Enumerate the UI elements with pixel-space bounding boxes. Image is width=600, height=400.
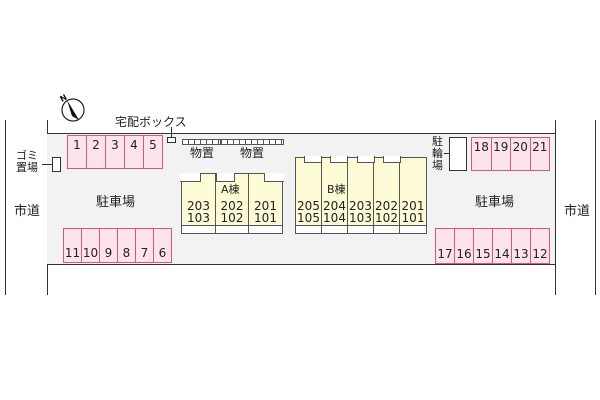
north-compass-icon: N [58,93,85,122]
building-b-label: B棟 [327,183,346,196]
parking-space: 20 [511,138,531,170]
parking-space: 12 [531,229,549,263]
storage-2 [221,139,284,145]
parking-space: 6 [154,229,171,262]
parking-space: 5 [144,136,162,168]
garbage-label: ゴミ置場 [16,149,38,174]
building-b-notch [330,156,348,163]
storage-1 [182,139,221,145]
road-line-right-outer [595,120,596,295]
parking-space: 7 [136,229,154,262]
building-b-notch [357,156,375,163]
parking-space: 2 [87,136,106,168]
compass-label: N [58,93,68,104]
building-a-notch [180,173,201,182]
parking-space: 18 [472,138,492,170]
garbage-leader [42,164,52,165]
parking-space: 10 [82,229,100,262]
parking-space: 14 [493,229,512,263]
building-a-notch [264,173,284,182]
parking-space: 3 [106,136,125,168]
parking-space: 9 [100,229,118,262]
parking-bottom-right: 17 16 15 14 13 12 [435,228,550,264]
road-line-left-outer [5,120,6,295]
parking-space: 1 [68,136,87,168]
bicycle-parking [449,137,467,171]
parking-space: 21 [530,138,549,170]
parking-top-left: 1 2 3 4 5 [67,135,163,169]
parking-space: 8 [118,229,136,262]
parking-bottom-left: 11 10 9 8 7 6 [63,228,172,263]
road-label-right: 市道 [564,204,591,219]
parking-space: 11 [64,229,82,262]
parking-top-right: 18 19 20 21 [471,137,550,171]
parking-space: 17 [436,229,455,263]
parking-space: 16 [455,229,474,263]
parking-space: 15 [474,229,493,263]
delivery-box [167,137,176,143]
delivery-box-label: 宅配ボックス [115,115,187,129]
storage-label-2: 物置 [240,146,265,160]
building-a-label: A棟 [221,183,240,196]
road-label-left: 市道 [14,204,41,219]
building-a-notch [216,173,235,182]
parking-label-right: 駐車場 [475,195,515,210]
parking-space: 19 [491,138,511,170]
parking-space: 4 [125,136,144,168]
building-b-notch [304,156,322,163]
building-b-notch [383,156,401,163]
parking-space: 13 [512,229,531,263]
parking-label-left: 駐車場 [96,195,136,210]
road-line-right-inner [555,120,556,295]
storage-label-1: 物置 [190,146,215,160]
garbage-area [52,157,61,172]
bicycle-parking-label: 駐輪場 [432,135,443,172]
delivery-box-leader [171,127,172,137]
